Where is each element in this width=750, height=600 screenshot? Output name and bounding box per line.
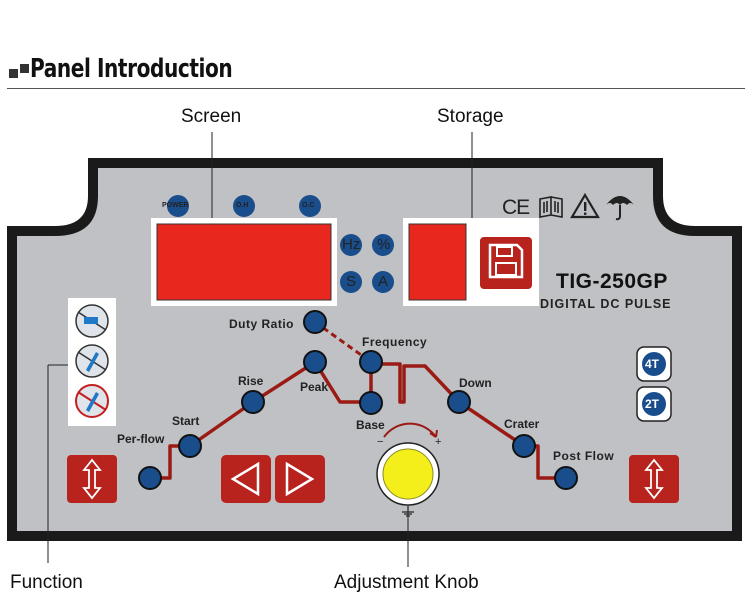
- ground-symbol-icon: [402, 506, 414, 517]
- left-arrow-button: [221, 455, 271, 503]
- overheat-indicator-icon: [233, 195, 255, 217]
- function-callout: Function: [10, 572, 83, 593]
- mode-2t-label: 2T: [645, 397, 660, 411]
- function-icon-2: [75, 344, 109, 378]
- node-post-flow: [554, 466, 578, 490]
- warning-triangle-icon: [570, 192, 600, 219]
- frequency-label: Frequency: [362, 335, 428, 349]
- amps-unit-label: A: [378, 273, 389, 290]
- duty-ratio-label: Duty Ratio: [229, 317, 294, 331]
- node-crater: [512, 434, 536, 458]
- node-frequency: [359, 350, 383, 374]
- left-arrow-icon: [230, 461, 260, 497]
- knob-callout: Adjustment Knob: [334, 572, 479, 593]
- crater-label: Crater: [504, 417, 540, 431]
- node-rise: [241, 390, 265, 414]
- right-updown-button: [629, 455, 679, 503]
- ce-mark: CE: [502, 196, 530, 219]
- header-bullet-icon: [9, 64, 29, 78]
- model-name: TIG-250GP: [556, 270, 668, 293]
- node-down: [447, 390, 471, 414]
- floppy-disk-icon: [488, 243, 524, 279]
- knob-minus-label: −: [377, 436, 384, 448]
- node-peak: [303, 350, 327, 374]
- main-display: [156, 223, 332, 301]
- oh-indicator-label: O.H: [236, 202, 249, 209]
- power-indicator-icon: [167, 195, 189, 217]
- page-title: Panel Introduction: [30, 54, 233, 84]
- hz-unit-label: Hz: [342, 236, 361, 253]
- power-indicator-label: POWER: [162, 202, 189, 209]
- screen-callout: Screen: [181, 106, 242, 127]
- up-down-arrow-icon: [82, 458, 102, 500]
- post-flow-label: Post Flow: [553, 449, 615, 463]
- base-label: Base: [356, 418, 385, 432]
- right-arrow-icon: [285, 461, 315, 497]
- rise-label: Rise: [238, 374, 264, 388]
- manual-book-icon: [539, 196, 563, 218]
- percent-unit-label: %: [377, 236, 391, 253]
- mode-4t-label: 4T: [645, 357, 660, 371]
- down-label: Down: [459, 376, 492, 390]
- node-pre-flow: [138, 466, 162, 490]
- function-icon-1: [75, 304, 109, 338]
- function-icon-3: [75, 384, 109, 418]
- seconds-unit-label: S: [346, 273, 357, 290]
- node-duty-ratio: [303, 310, 327, 334]
- node-base: [359, 391, 383, 415]
- pre-flow-label: Per-flow: [117, 432, 165, 446]
- peak-label: Peak: [300, 380, 329, 394]
- header-divider: [7, 88, 745, 89]
- umbrella-icon: [606, 196, 634, 221]
- knob-plus-label: +: [435, 436, 442, 448]
- oc-indicator-label: O.C: [302, 202, 315, 209]
- storage-callout: Storage: [437, 106, 504, 127]
- node-start: [178, 434, 202, 458]
- start-label: Start: [172, 414, 200, 428]
- up-down-arrow-icon: [644, 458, 664, 500]
- model-subtitle: DIGITAL DC PULSE: [540, 297, 672, 311]
- right-arrow-button: [275, 455, 325, 503]
- left-updown-button: [67, 455, 117, 503]
- overcurrent-indicator-icon: [299, 195, 321, 217]
- storage-display: [408, 223, 467, 301]
